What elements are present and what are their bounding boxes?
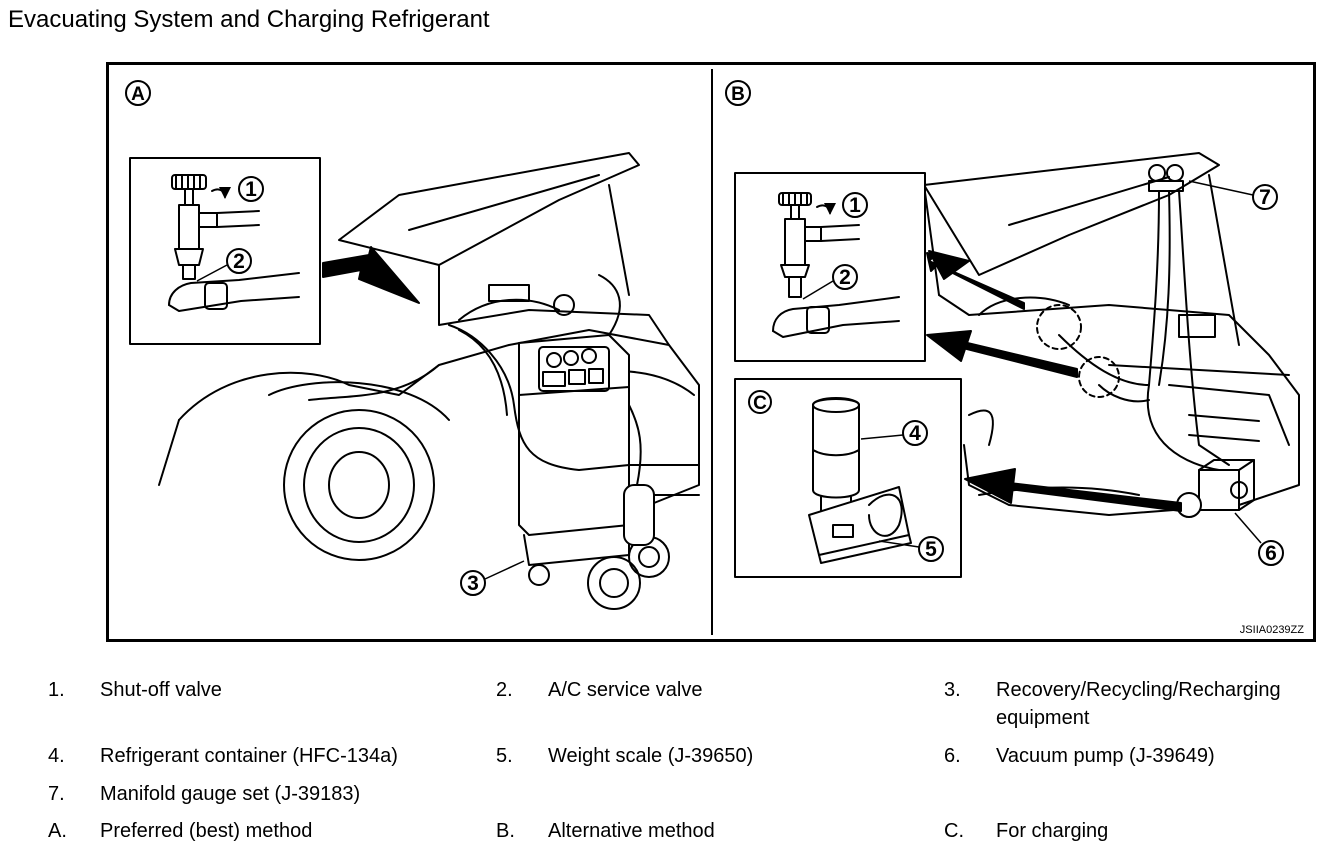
svg-text:1: 1 (245, 178, 257, 201)
pointer-arrow-b-upper (926, 252, 1025, 310)
callout-4-panel-c: 4 (860, 420, 928, 446)
legend-text: Weight scale (J-39650) (548, 745, 754, 767)
legend-text: Vacuum pump (J-39649) (996, 745, 1215, 767)
legend-key: 7. (48, 783, 65, 805)
callout-1-panel-b: 1 (842, 192, 868, 218)
panel-b-drawing (734, 152, 1300, 578)
legend-key: 4. (48, 745, 65, 767)
car-illustration-b (923, 152, 1300, 518)
callout-1-panel-a: 1 (238, 176, 264, 202)
pointer-arrow-a (322, 246, 420, 304)
legend-row: 4. Refrigerant container (HFC-134a) 5. W… (0, 742, 1344, 770)
svg-text:4: 4 (909, 422, 921, 445)
legend-key: 3. (944, 679, 961, 701)
charging-drawing-c (808, 397, 912, 564)
legend-key: 6. (944, 745, 961, 767)
valve-drawing-b (772, 192, 900, 338)
svg-text:7: 7 (1259, 186, 1271, 209)
legend-row: 7. Manifold gauge set (J-39183) (0, 780, 1344, 808)
legend-key: 1. (48, 679, 65, 701)
svg-text:B: B (731, 84, 745, 105)
legend-key: B. (496, 820, 515, 842)
svg-text:3: 3 (467, 572, 479, 595)
svg-text:A: A (131, 84, 145, 105)
svg-text:5: 5 (925, 538, 937, 561)
diagram-drawing: A B C 1 2 3 1 2 (125, 69, 1304, 636)
callout-6-panel-b: 6 (1234, 512, 1284, 566)
legend-text: Preferred (best) method (100, 820, 313, 842)
legend: 1. Shut-off valve 2. A/C service valve 3… (0, 674, 1344, 852)
pointer-arrow-b-upper-head (928, 250, 970, 280)
legend-text: Refrigerant container (HFC-134a) (100, 745, 398, 767)
legend-text: Recovery/Recycling/Recharging equipment (996, 679, 1281, 729)
svg-text:C: C (753, 393, 767, 414)
legend-row: A. Preferred (best) method B. Alternativ… (0, 817, 1344, 845)
legend-key: 2. (496, 679, 513, 701)
svg-text:6: 6 (1265, 542, 1277, 565)
callout-7-panel-b: 7 (1188, 180, 1278, 210)
panel-letter-b: B (725, 80, 751, 106)
pointer-arrow-b-lower-head (926, 330, 972, 362)
legend-text: Alternative method (548, 820, 715, 842)
callout-5-panel-c: 5 (878, 536, 944, 562)
panel-letter-c: C (748, 390, 772, 414)
svg-text:1: 1 (849, 194, 861, 217)
pointer-arrow-c-head (964, 468, 1016, 504)
legend-text: Manifold gauge set (J-39183) (100, 783, 361, 805)
inset-valve-detail-b (734, 172, 926, 362)
recovery-machine-drawing (448, 274, 670, 610)
legend-row: 1. Shut-off valve 2. A/C service valve 3… (0, 676, 1344, 729)
svg-text:2: 2 (839, 266, 851, 289)
callout-3-panel-a: 3 (460, 560, 525, 596)
legend-text: For charging (996, 820, 1109, 842)
car-illustration-a (158, 152, 700, 561)
figure-code: JSIIA0239ZZ (1240, 624, 1304, 636)
legend-key: 5. (496, 745, 513, 767)
valve-drawing-a (168, 174, 300, 312)
pointer-arrow-b-lower (958, 340, 1078, 378)
legend-text: Shut-off valve (100, 679, 222, 701)
panel-a-drawing (129, 152, 700, 610)
callout-2-panel-a: 2 (196, 248, 252, 282)
panel-letter-a: A (125, 80, 151, 106)
callout-2-panel-b: 2 (802, 264, 858, 300)
legend-text: A/C service valve (548, 679, 703, 701)
page-title: Evacuating System and Charging Refrigera… (8, 6, 490, 33)
legend-key: A. (48, 820, 67, 842)
diagram-figure: A B C 1 2 3 1 2 (106, 62, 1316, 642)
legend-key: C. (944, 820, 964, 842)
svg-text:2: 2 (233, 250, 245, 273)
inset-valve-detail-a (129, 157, 321, 345)
